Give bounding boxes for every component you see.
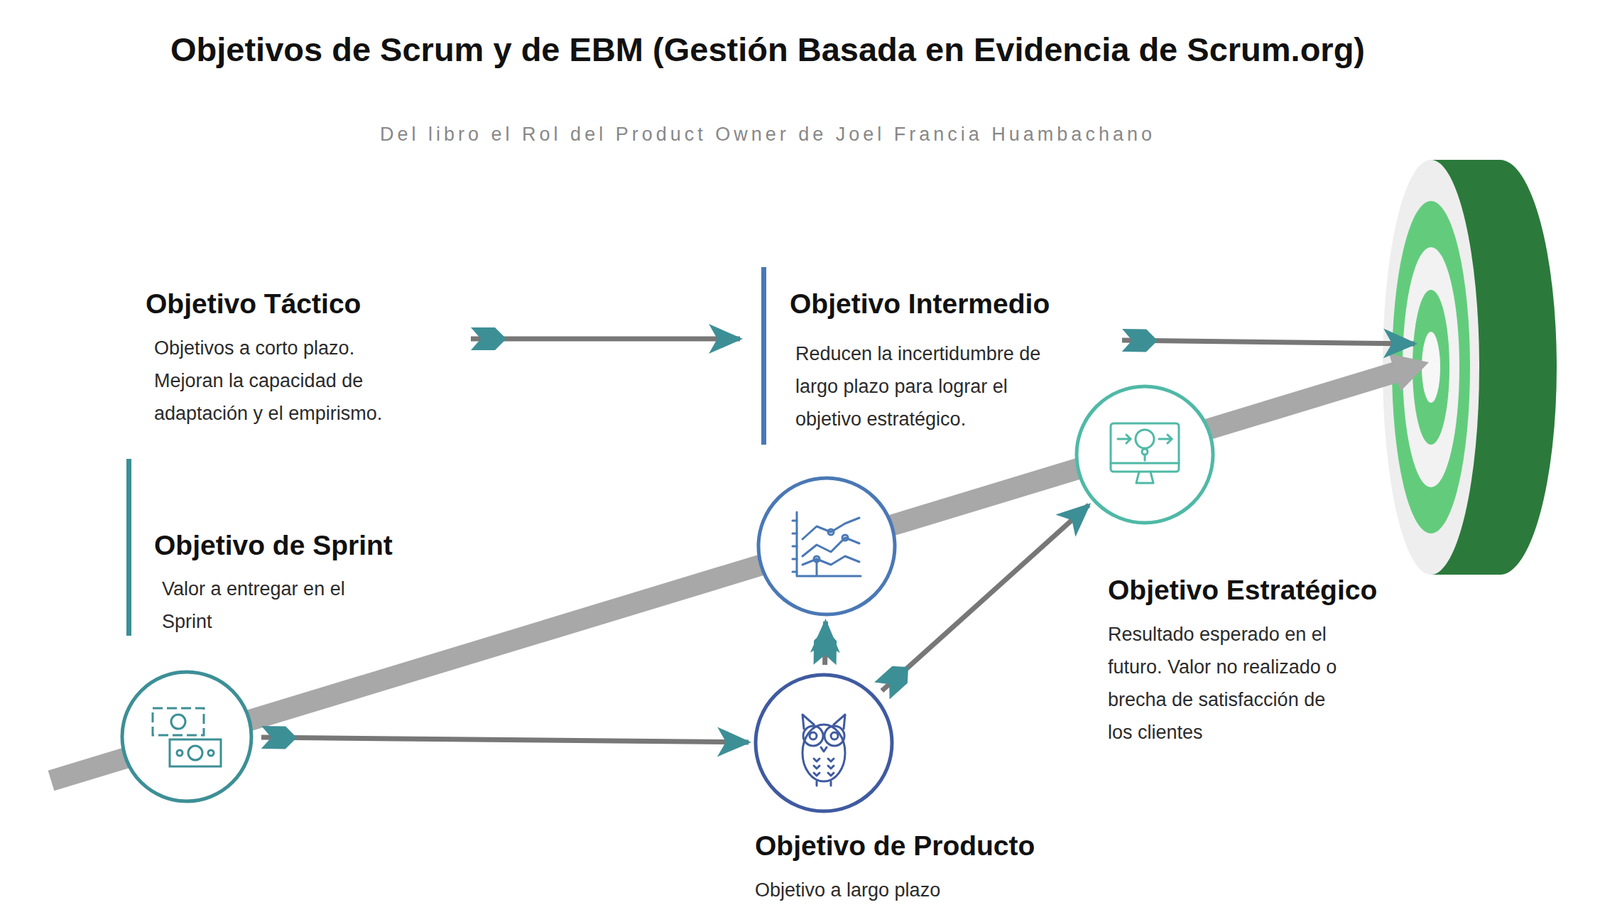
icon-stroke bbox=[796, 512, 861, 576]
icon-stroke bbox=[176, 749, 183, 756]
icon-stroke bbox=[830, 732, 838, 740]
target bbox=[1382, 159, 1557, 575]
icon-stroke bbox=[828, 772, 834, 776]
icon bbox=[152, 708, 221, 767]
icon-stroke bbox=[152, 708, 204, 736]
icon-stroke bbox=[802, 517, 860, 540]
icon-stroke bbox=[792, 532, 797, 535]
icon-circle bbox=[1073, 382, 1217, 527]
goal-node: Objetivo TácticoObjetivos a corto plazo.… bbox=[145, 287, 427, 433]
icon bbox=[792, 512, 861, 576]
target-ring bbox=[1382, 159, 1480, 575]
icon-stroke bbox=[1144, 454, 1147, 461]
goal-description: Objetivo a largo plazo bbox=[754, 873, 1054, 907]
icon-stroke bbox=[815, 781, 819, 786]
goal-description: Valor a entregar en el Sprint bbox=[161, 572, 383, 638]
icon-stroke bbox=[792, 570, 797, 574]
icon-stroke bbox=[171, 714, 186, 729]
icon-stroke bbox=[792, 545, 797, 548]
main-arrow-shaft bbox=[51, 372, 1395, 782]
goal-heading: Objetivo Estratégico bbox=[1107, 573, 1378, 608]
circle-outline bbox=[755, 674, 892, 812]
icon-stroke bbox=[842, 534, 848, 541]
icon-stroke bbox=[1126, 434, 1131, 444]
goal-node: Objetivo de SprintValor a entregar en el… bbox=[120, 458, 396, 808]
icon-stroke bbox=[792, 519, 797, 522]
goal-heading: Objetivo Intermedio bbox=[789, 287, 1050, 321]
icon-stroke bbox=[1136, 471, 1154, 483]
goal-heading: Objetivo Táctico bbox=[145, 287, 361, 321]
main-arrow-head bbox=[1389, 353, 1429, 392]
accent-bar bbox=[761, 267, 767, 445]
icon-stroke bbox=[1167, 434, 1172, 444]
icon-stroke bbox=[792, 558, 797, 561]
goal-description: Objetivos a corto plazo. Mejoran la capa… bbox=[154, 331, 424, 430]
goal-heading: Objetivo de Producto bbox=[754, 829, 1035, 863]
icon-stroke bbox=[824, 725, 845, 746]
icon-stroke bbox=[830, 781, 833, 786]
icon-circle bbox=[752, 671, 896, 815]
icon-stroke bbox=[1135, 429, 1155, 449]
goal-node: Objetivo de ProductoObjetivo a largo pla… bbox=[752, 674, 1057, 910]
connector-arrow bbox=[261, 737, 749, 743]
icon-stroke bbox=[1110, 423, 1179, 472]
icon-stroke bbox=[809, 732, 817, 740]
icon-stroke bbox=[813, 758, 820, 762]
icon-stroke bbox=[802, 556, 860, 565]
circle-outline bbox=[1076, 386, 1213, 523]
icon-stroke bbox=[833, 714, 846, 729]
goal-node: Objetivo IntermedioReducen la incertidum… bbox=[755, 267, 1079, 621]
icon-stroke bbox=[802, 724, 846, 782]
title: Objetivos de Scrum y de EBM (Gestión Bas… bbox=[135, 26, 1400, 73]
icon-stroke bbox=[813, 772, 820, 776]
circle-outline bbox=[122, 671, 252, 802]
goal-description: Reducen la incertidumbre de largo plazo … bbox=[795, 337, 1076, 436]
icon-stroke bbox=[820, 747, 827, 752]
goal-description: Resultado esperado en el futuro. Valor n… bbox=[1107, 617, 1346, 749]
icon-stroke bbox=[802, 537, 860, 557]
connector-arrow bbox=[822, 621, 829, 665]
icon-stroke bbox=[802, 714, 814, 729]
icon-circle bbox=[118, 668, 255, 805]
target-center bbox=[1421, 331, 1441, 403]
icon-stroke bbox=[208, 749, 214, 756]
icon-stroke bbox=[169, 739, 221, 767]
icon-stroke bbox=[828, 758, 834, 762]
icon-stroke bbox=[828, 765, 834, 769]
icon-stroke bbox=[803, 725, 824, 746]
caption: Del libro el Rol del Product Owner de Jo… bbox=[206, 123, 1329, 146]
icon bbox=[1110, 423, 1179, 483]
circle-outline bbox=[758, 477, 895, 615]
target-arrow bbox=[1122, 340, 1415, 344]
icon-circle bbox=[754, 474, 899, 618]
accent-bar bbox=[126, 458, 132, 636]
icon-stroke bbox=[813, 765, 820, 769]
icon-stroke bbox=[188, 745, 203, 760]
icon bbox=[802, 714, 846, 786]
goal-heading: Objetivo de Sprint bbox=[154, 529, 393, 563]
connector-arrow bbox=[882, 504, 1089, 691]
connector-arrow bbox=[470, 336, 740, 342]
icon-stroke bbox=[828, 529, 834, 535]
icon-stroke bbox=[1110, 462, 1179, 465]
icon-stroke bbox=[815, 558, 819, 575]
goal-node: Objetivo EstratégicoResultado esperado e… bbox=[1073, 386, 1381, 752]
